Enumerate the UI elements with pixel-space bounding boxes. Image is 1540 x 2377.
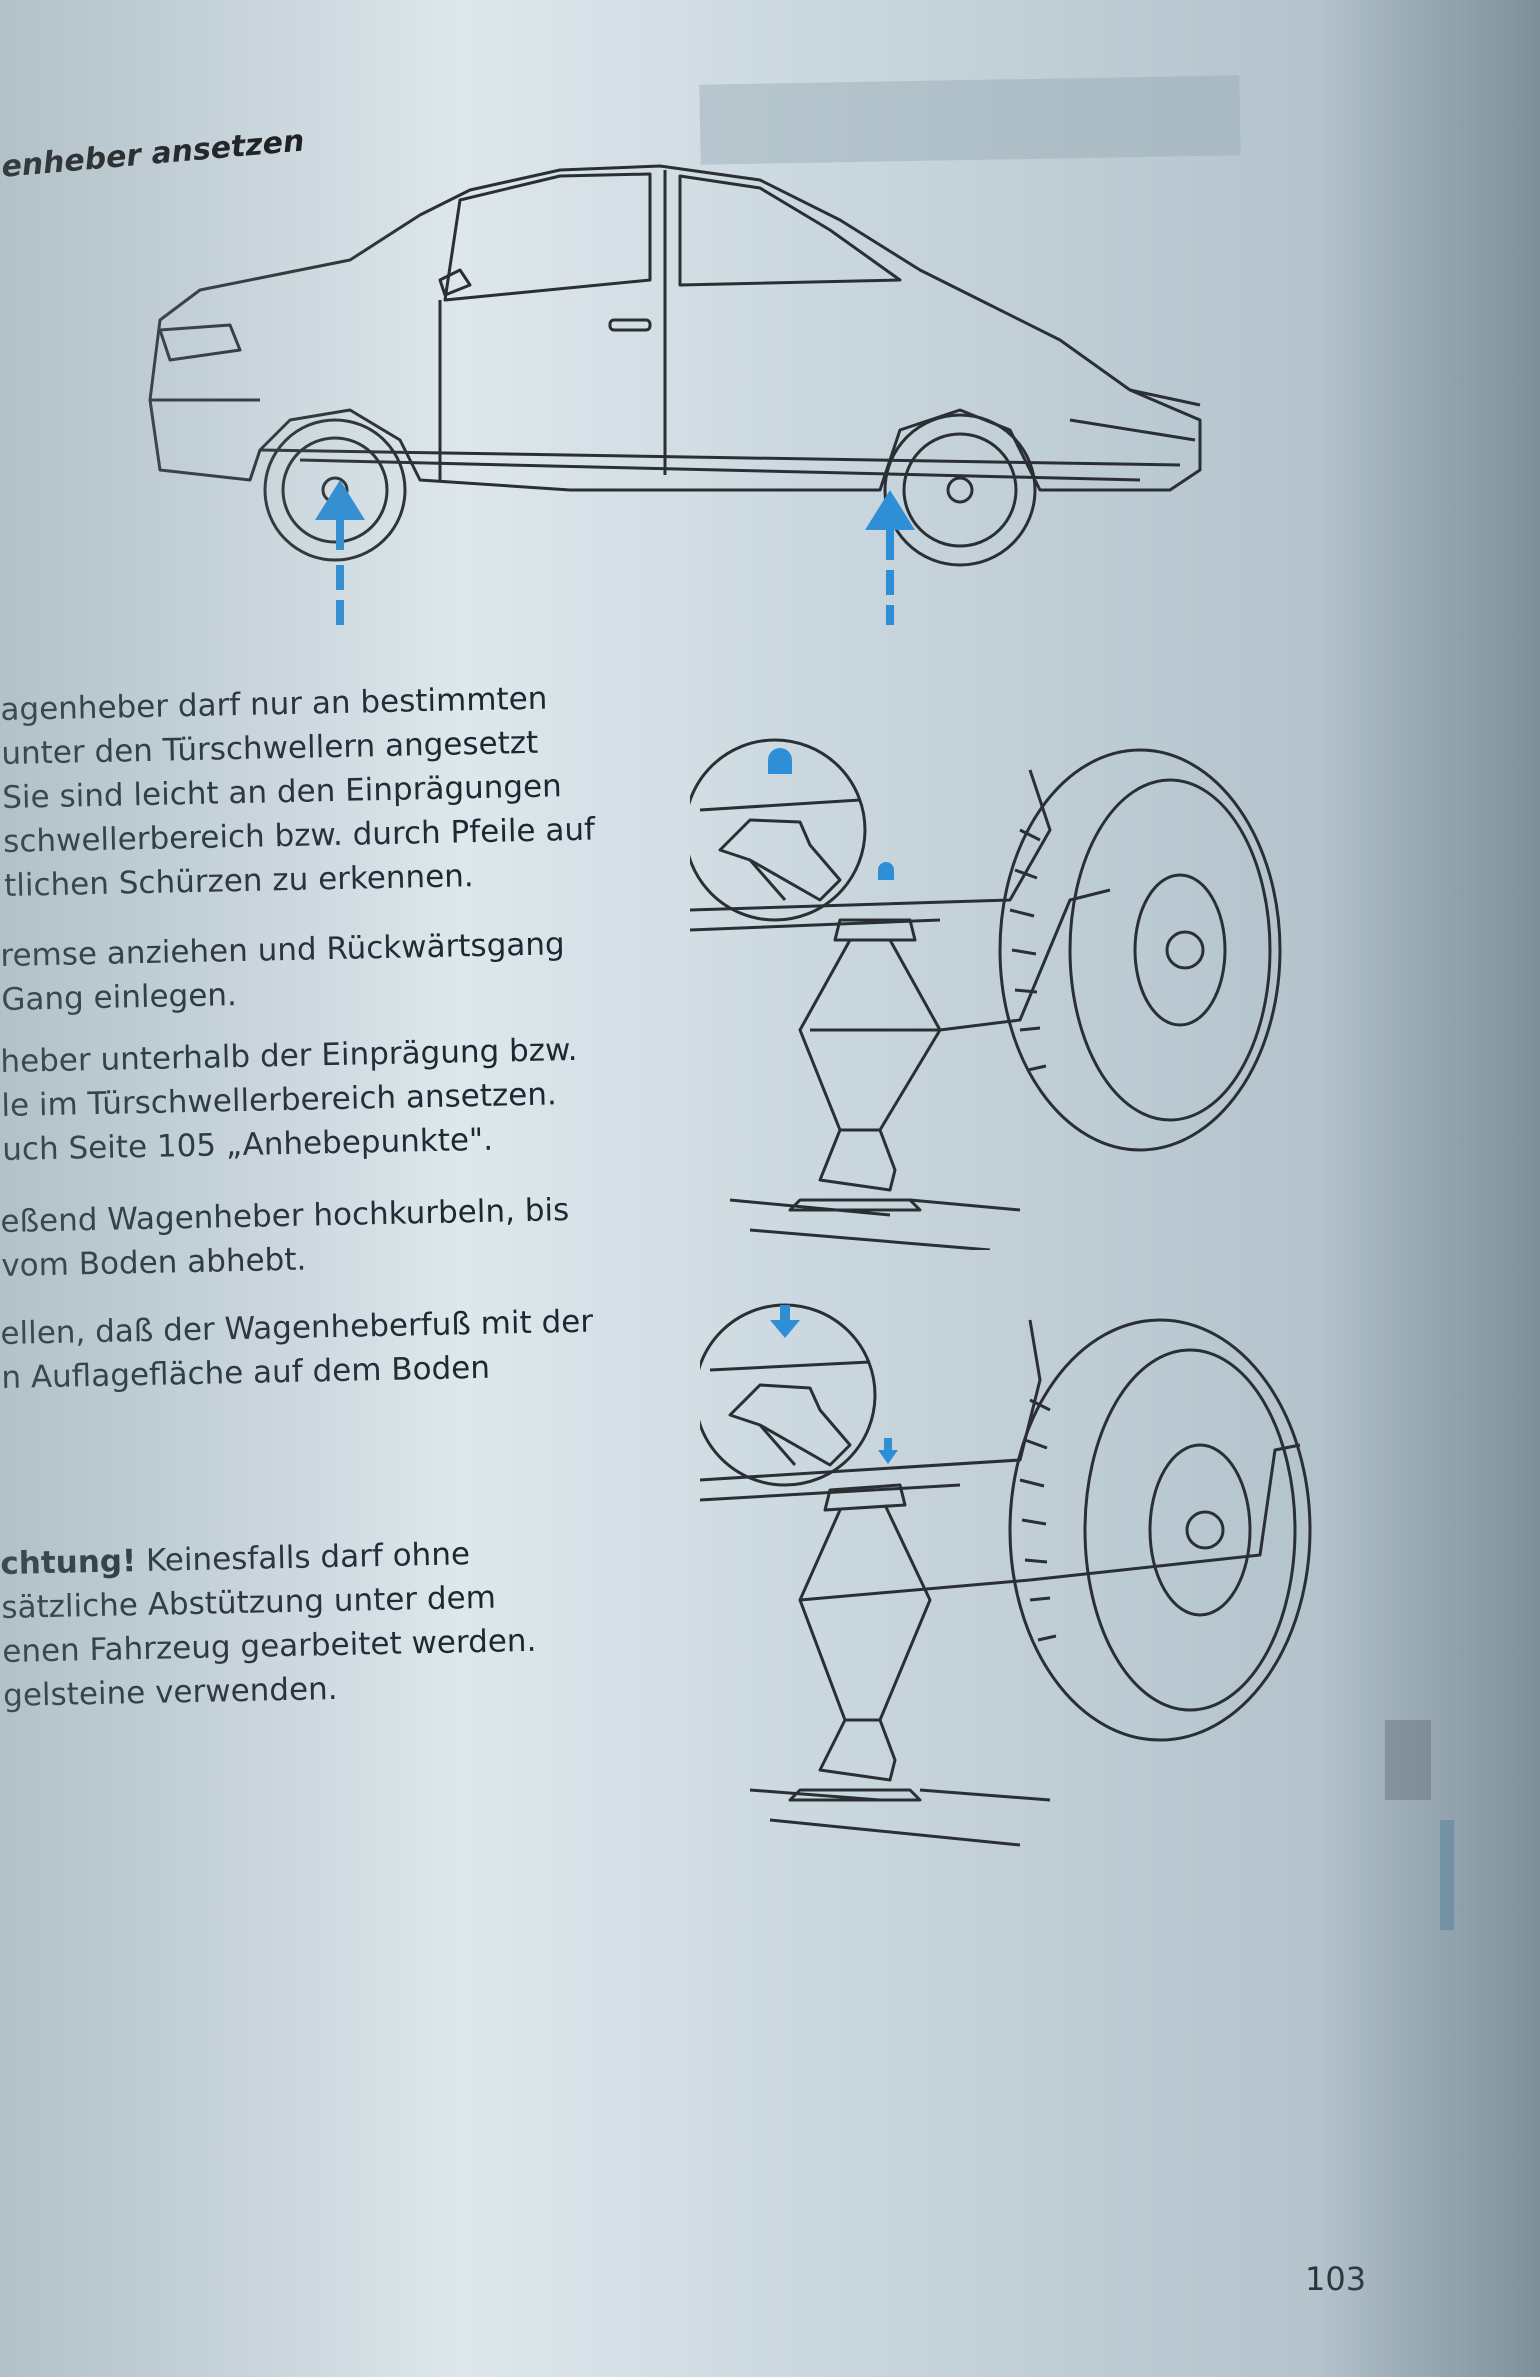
page-number: 103 (1305, 2260, 1367, 2298)
warning-lead-text: Keinesfalls darf ohne (135, 1536, 471, 1580)
car-side-illustration (148, 164, 1202, 625)
thumb-tab (1385, 1720, 1431, 1800)
instruction-paragraph-4: eßend Wagenheber hochkurbeln, bis vom Bo… (0, 1187, 622, 1288)
warning-paragraph: chtung! Keinesfalls darf ohne sätzliche … (0, 1529, 624, 1718)
page-shading-right (1320, 0, 1540, 2377)
instruction-paragraph-1: agenheber darf nur an bestimmten unter d… (0, 675, 624, 908)
instruction-paragraph-5: ellen, daß der Wagenheberfuß mit der n A… (0, 1299, 622, 1400)
instruction-paragraph-2: remse anziehen und Rückwärtsgang Gang ei… (0, 921, 622, 1022)
jack-illustration-1 (690, 738, 1282, 1250)
instruction-paragraph-3: heber unterhalb der Einprägung bzw. le i… (0, 1027, 623, 1172)
warning-label: chtung! (0, 1543, 137, 1582)
header-bar (699, 75, 1241, 165)
thumb-tab-accent (1440, 1820, 1454, 1930)
jack-illustration-2 (700, 1303, 1312, 1847)
